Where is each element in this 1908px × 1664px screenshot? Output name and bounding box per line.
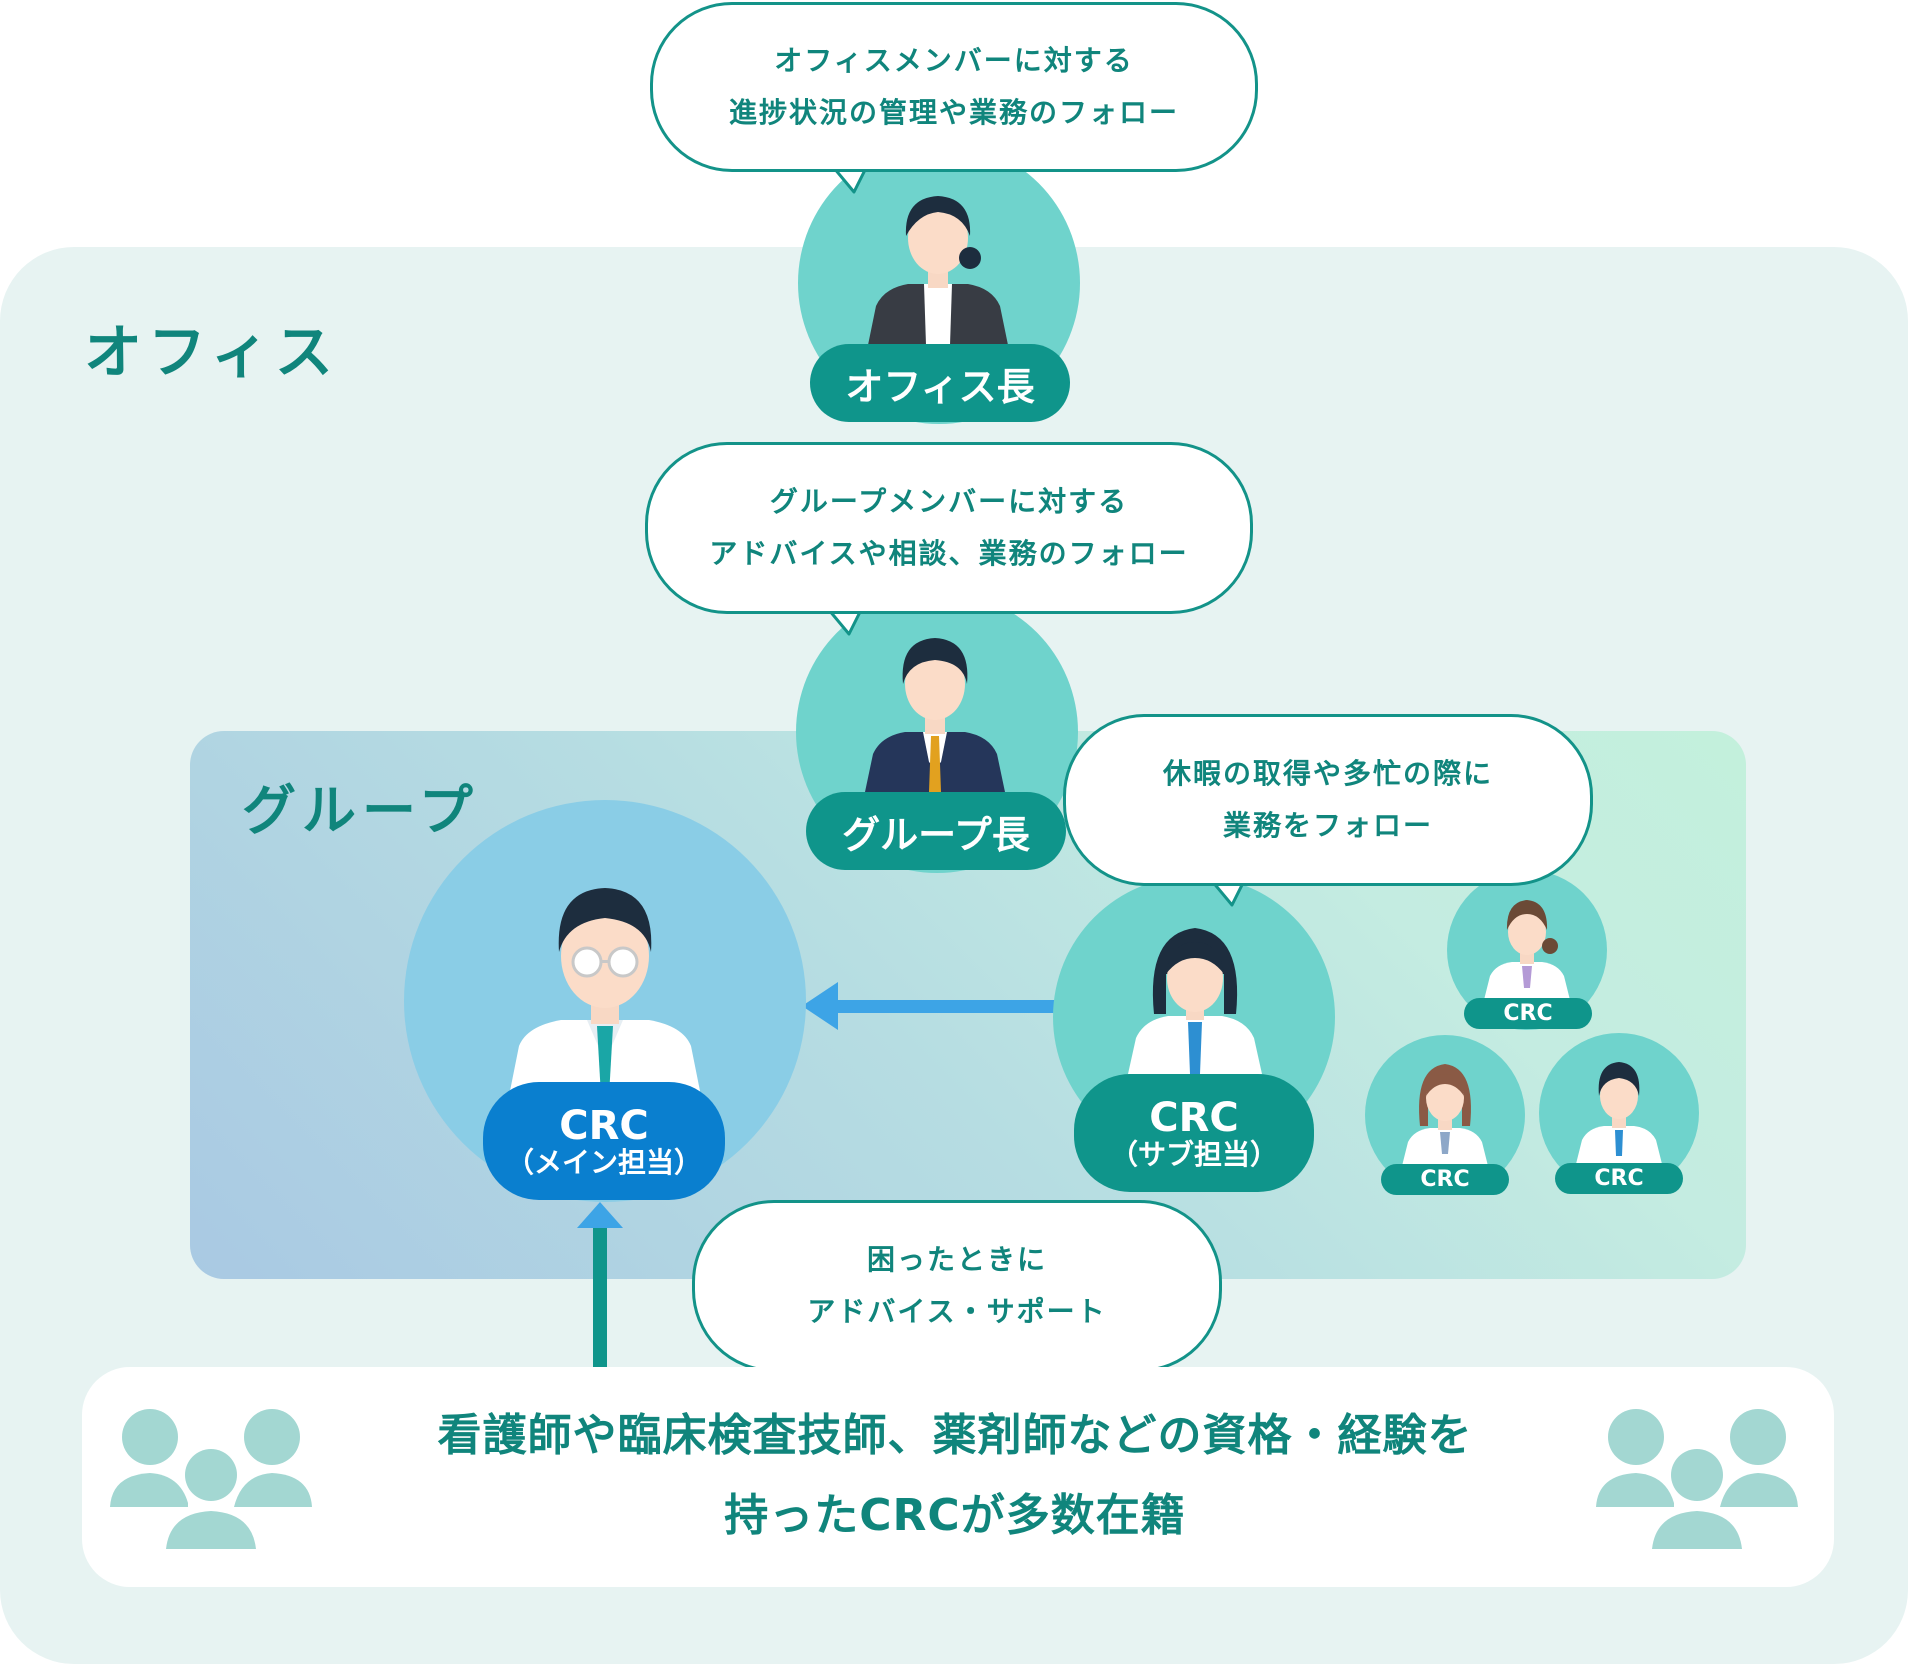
bubble-sub-crc: 休暇の取得や多忙の際に 業務をフォロー — [1063, 714, 1593, 886]
bubble-office-head-line-2: 進捗状況の管理や業務のフォロー — [728, 96, 1179, 129]
bottom-message: 看護師や臨床検査技師、薬剤師などの資格・経験を 持ったCRCが多数在籍 — [330, 1396, 1580, 1556]
crc-small-badge-1: CRC — [1464, 998, 1592, 1029]
sub-crc-subtitle: （サブ担当） — [1109, 1137, 1278, 1171]
bubble-tail-group-head — [827, 610, 863, 636]
office-area-label: オフィス — [84, 318, 339, 386]
bubble-office-head: オフィスメンバーに対する 進捗状況の管理や業務のフォロー — [650, 2, 1258, 172]
main-crc-subtitle: （メイン担当） — [505, 1145, 702, 1179]
group-head-avatar — [865, 638, 1005, 792]
bubble-support: 困ったときに アドバイス・サポート — [692, 1200, 1222, 1372]
crc-small-badge-2: CRC — [1381, 1164, 1509, 1195]
people-group-icon-right — [1596, 1409, 1798, 1549]
people-group-icon-left — [110, 1409, 312, 1549]
bubble-group-head: グループメンバーに対する アドバイスや相談、業務のフォロー — [645, 442, 1253, 614]
sub-crc-badge: CRC （サブ担当） — [1074, 1074, 1314, 1192]
crc-small-badge-3: CRC — [1555, 1163, 1683, 1194]
sub-crc-title: CRC — [1149, 1094, 1239, 1141]
bubble-support-line-1: 困ったときに — [866, 1243, 1047, 1276]
bubble-group-head-line-2: アドバイスや相談、業務のフォロー — [709, 537, 1189, 570]
office-head-avatar — [868, 196, 1008, 345]
main-crc-badge: CRC （メイン担当） — [483, 1082, 725, 1200]
group-area-label: グループ — [242, 779, 479, 842]
crc-small-avatar-2 — [1402, 1064, 1488, 1166]
bubble-office-head-line-1: オフィスメンバーに対する — [774, 44, 1134, 77]
main-crc-avatar — [509, 888, 701, 1096]
crc-small-avatar-3 — [1576, 1062, 1662, 1164]
bubble-sub-crc-line-2: 業務をフォロー — [1222, 809, 1433, 842]
sub-crc-avatar — [1128, 928, 1262, 1074]
main-crc-title: CRC — [559, 1102, 649, 1149]
bottom-panel — [82, 1367, 1834, 1587]
arrow-sub-to-main — [802, 982, 1060, 1030]
bubble-group-head-line-1: グループメンバーに対する — [769, 485, 1129, 518]
bottom-message-line-2: 持ったCRCが多数在籍 — [724, 1490, 1186, 1541]
office-head-badge: オフィス長 — [810, 344, 1070, 422]
bubble-tail-office-head — [832, 168, 868, 194]
bubble-sub-crc-line-1: 休暇の取得や多忙の際に — [1162, 757, 1493, 790]
arrow-bottom-to-main — [577, 1202, 623, 1370]
crc-small-avatar-1 — [1484, 900, 1570, 1000]
bottom-message-line-1: 看護師や臨床検査技師、薬剤師などの資格・経験を — [437, 1410, 1473, 1461]
bubble-support-line-2: アドバイス・サポート — [807, 1295, 1107, 1328]
group-head-badge: グループ長 — [806, 792, 1066, 870]
